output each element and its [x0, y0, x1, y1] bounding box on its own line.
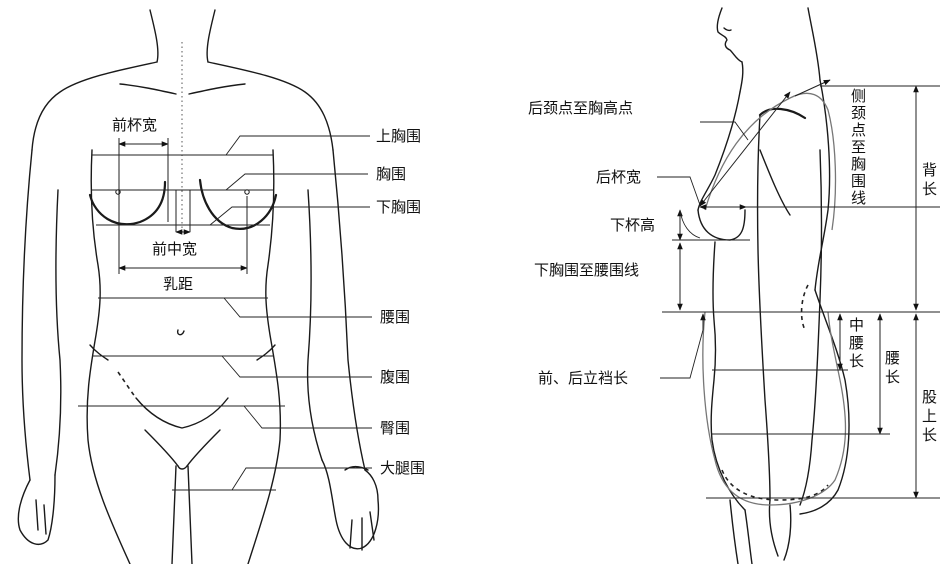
svg-text:长: 长	[922, 426, 937, 444]
svg-text:胸: 胸	[851, 155, 866, 173]
svg-text:腰: 腰	[885, 349, 900, 367]
svg-text:至: 至	[851, 138, 866, 156]
svg-text:颈: 颈	[851, 104, 866, 122]
svg-text:线: 线	[851, 189, 866, 207]
label-upper-bust: 上胸围	[376, 127, 421, 145]
label-waist-length: 腰 长	[885, 349, 900, 386]
side-measurements	[657, 80, 940, 498]
label-under-bust-to-waist: 下胸围至腰围线	[534, 261, 639, 279]
label-lower-cup-height: 下杯高	[610, 216, 655, 234]
svg-text:长: 长	[885, 368, 900, 386]
label-side-neck-to-bust-line: 侧 颈 点 至 胸 围 线	[851, 87, 866, 207]
label-bust: 胸围	[376, 165, 406, 183]
front-labels: 前杯宽 上胸围 胸围 下胸围 前中宽 乳距 腰围 腹围 臀围 大腿围	[112, 116, 425, 477]
front-figure	[18, 10, 378, 564]
label-mid-waist-length: 中 腰 长	[849, 316, 864, 370]
svg-text:围: 围	[851, 172, 866, 190]
svg-text:股: 股	[922, 388, 937, 406]
label-front-back-rise: 前、后立裆长	[538, 369, 628, 387]
svg-text:长: 长	[849, 352, 864, 370]
label-back-cup-width: 后杯宽	[596, 168, 641, 186]
svg-text:背: 背	[922, 161, 937, 179]
label-abdomen: 腹围	[380, 368, 410, 386]
label-back-length: 背 长	[922, 161, 937, 198]
label-waist: 腰围	[380, 308, 410, 326]
side-figure	[698, 8, 849, 564]
label-bust-point-distance: 乳距	[163, 275, 193, 293]
label-center-front-width: 前中宽	[152, 240, 197, 258]
svg-text:中: 中	[849, 316, 864, 334]
label-front-cup-width: 前杯宽	[112, 116, 157, 134]
svg-text:长: 长	[922, 180, 937, 198]
svg-text:点: 点	[851, 121, 866, 139]
svg-text:侧: 侧	[851, 87, 866, 105]
label-crotch-depth: 股 上 长	[922, 388, 937, 444]
svg-text:腰: 腰	[849, 334, 864, 352]
label-under-bust: 下胸围	[376, 198, 421, 216]
label-hip: 臀围	[380, 419, 410, 437]
side-measuring-curves	[703, 93, 846, 505]
label-back-neck-to-bust-point: 后颈点至胸高点	[528, 99, 633, 117]
side-labels: 后颈点至胸高点 侧 颈 点 至 胸 围 线 后杯宽 下杯高 下胸围至腰围线 前、…	[528, 87, 937, 444]
front-measurements	[78, 136, 372, 490]
label-thigh: 大腿围	[380, 459, 425, 477]
svg-text:上: 上	[922, 407, 937, 425]
